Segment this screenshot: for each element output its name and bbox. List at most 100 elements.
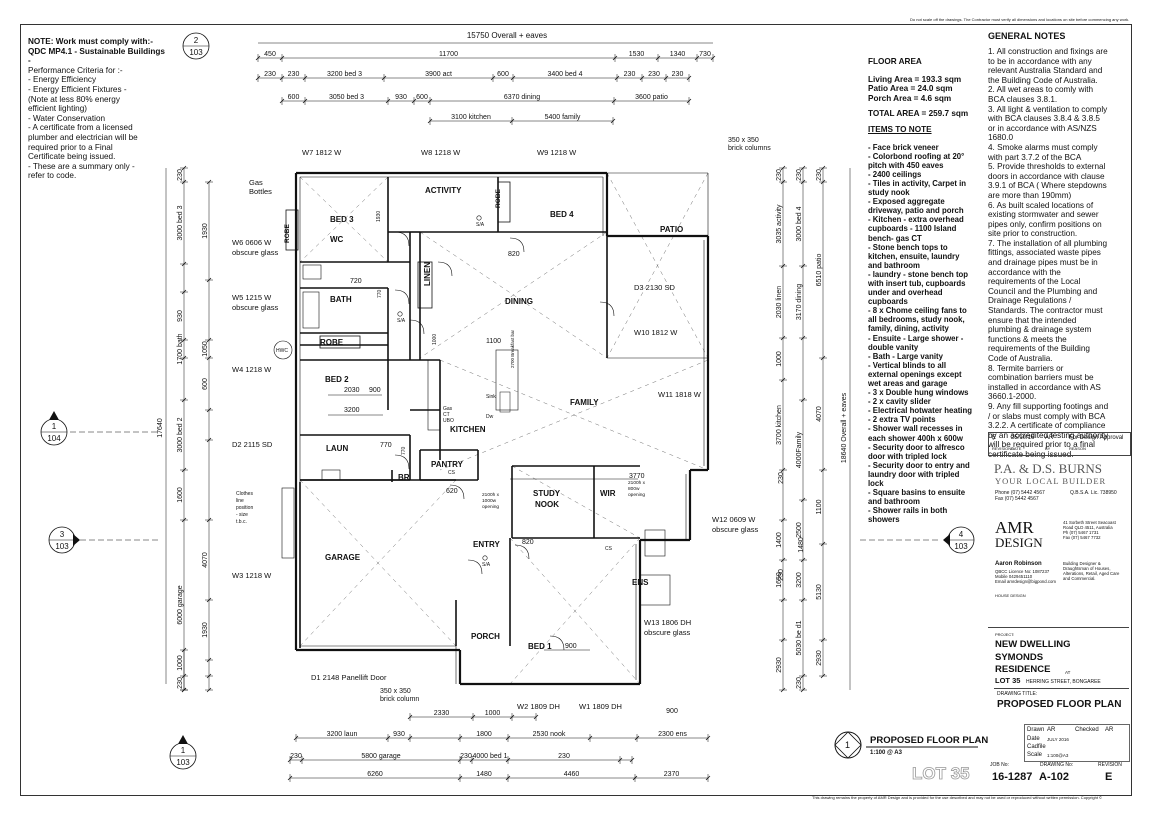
dimension-tick	[206, 657, 212, 663]
general-note-line: with part 3.7.2 of the BCA	[988, 152, 1082, 162]
dimension-label: 230	[290, 753, 302, 760]
section-marker-number: 1	[181, 746, 186, 755]
gas-ct-label: CT	[443, 412, 450, 418]
window-door-label: W10 1812 W	[634, 328, 678, 337]
room-label: WIR	[600, 489, 616, 498]
window-door-label: D1 2148 Panellift Door	[311, 673, 387, 682]
dimension-label: 1000	[485, 710, 501, 717]
dimension-tick	[634, 735, 640, 741]
room-label: ACTIVITY	[425, 186, 462, 195]
dimension-label: 3200	[796, 572, 803, 588]
dimension-label: 3170 dining	[796, 284, 803, 320]
date-header: DATE	[1011, 446, 1022, 451]
dimension-tick	[780, 467, 786, 473]
divider	[994, 688, 1129, 689]
checked-value: AR	[1105, 727, 1114, 733]
general-note-line: Drainage Regulations /	[988, 296, 1072, 306]
dimension-tick	[181, 647, 187, 653]
door-swing	[467, 559, 483, 575]
project-street: HERRING STREET, BONGAREE	[1026, 679, 1101, 685]
dimension-label: 1340	[670, 51, 686, 58]
project-lot: LOT 35	[995, 676, 1021, 685]
dimension-label: 2530 nook	[533, 731, 566, 738]
window-door-label: W8 1218 W	[421, 148, 461, 157]
dimension-label: 230	[177, 677, 184, 689]
dimension-tick	[469, 757, 475, 763]
item-to-note-line: - Security door to alfresco	[868, 442, 965, 452]
item-to-note-line: - Kitchen - extra overhead	[868, 215, 964, 225]
dimension-label: 930	[177, 310, 184, 322]
dimension-tick	[800, 687, 806, 693]
general-note-line: 2. All wet areas to comly with	[988, 85, 1094, 95]
item-to-note-line: double vanity	[868, 342, 919, 352]
checked-label: Checked	[1075, 727, 1099, 733]
item-to-note-line: - Tiles in activity, Carpet in	[868, 178, 967, 188]
general-note-line: 3660.1-2000.	[988, 392, 1037, 402]
cadfile-label: Cadfile	[1027, 744, 1046, 750]
dimension-label: 5800 garage	[361, 753, 400, 760]
dimension-label: 230	[648, 71, 660, 78]
item-to-note-line: - Security door to entry and	[868, 460, 970, 470]
dimension-label: 3700 kitchen	[776, 405, 783, 445]
builder-phone: Phone (07) 5442 4567	[995, 490, 1045, 496]
clothes-line-zone	[281, 487, 295, 559]
smoke-alarm-label: S/A	[476, 222, 485, 228]
item-to-note-line: family, dining, activity	[868, 324, 949, 334]
compliance-note-line: - A certificate from a licensed	[28, 123, 133, 133]
window-door-label: D3 2130 SD	[634, 283, 675, 292]
section-marker-sheet: 103	[954, 542, 968, 551]
dimension-tick	[287, 757, 293, 763]
dimension-tick	[509, 118, 515, 124]
room-label: ENS	[632, 578, 649, 587]
sink-label: Sink	[486, 394, 496, 400]
inner-dimension-label: 2030	[344, 387, 360, 394]
house-design-label: HOUSE DESIGN	[995, 593, 1026, 598]
dimension-tick	[427, 98, 433, 104]
item-to-note-line: bench- gas CT	[868, 233, 922, 243]
general-note-line: or in accordance with AS/NZS	[988, 123, 1097, 133]
dimension-tick	[505, 775, 511, 781]
items-heading: ITEMS TO NOTE	[868, 124, 932, 134]
dimension-label: 230	[776, 169, 783, 181]
inner-dimension-label: 900	[565, 643, 577, 650]
general-note-line: plumbing & drainage system	[988, 325, 1092, 335]
general-note-line: are more than 190mm)	[988, 190, 1072, 200]
window-door-label: W13 1806 DH	[644, 618, 691, 627]
room-label: GARAGE	[325, 553, 361, 562]
room-label: FAMILY	[570, 398, 599, 407]
section-arrow	[943, 534, 950, 546]
hwc-label: HWC	[276, 348, 288, 354]
door-swing	[599, 301, 615, 317]
item-to-note-line: pitch with 450 eaves	[868, 160, 944, 170]
dimension-label: 11700	[439, 51, 458, 58]
general-note-line: 8. Termite barriers or	[988, 363, 1064, 373]
designer-address: 41 Sorbeth Street Seacoast Road QLD 4511…	[1063, 520, 1127, 540]
door-swing	[394, 231, 410, 247]
section-marker-number: 3	[60, 530, 65, 539]
dimension-tick	[800, 165, 806, 171]
item-to-note-line: - 2400 ceilings	[868, 169, 922, 179]
dimension-tick	[780, 179, 786, 185]
dimension-tick	[510, 75, 516, 81]
dimension-tick	[279, 75, 285, 81]
door-swing	[509, 237, 525, 253]
dimension-tick	[611, 98, 617, 104]
dimension-label: 600	[416, 94, 428, 101]
item-to-note-line: and bathroom	[868, 497, 920, 507]
overall-depth-label: 17640	[157, 418, 164, 438]
general-note-line: 3.2.2. A certificate of compliance	[988, 421, 1106, 431]
dimension-label: 3000 bed 4	[796, 206, 803, 241]
hwc-circle	[273, 340, 293, 360]
door-swing	[549, 635, 565, 651]
compliance-note-line: efficient lighting)	[28, 104, 88, 114]
vanity-basin	[644, 529, 666, 557]
section-marker-sheet: 103	[176, 758, 190, 767]
drawing-sheet-border	[20, 24, 1132, 796]
revision-reason: For Design Approval	[1069, 435, 1124, 441]
dimension-label: 2930	[816, 650, 823, 666]
date-value: JULY 2016	[1047, 737, 1069, 742]
general-note-line: with BCA clauses 3.8.4 & 3.8.5	[988, 114, 1100, 124]
scale-value: 1:100@A3	[1047, 753, 1069, 758]
dimension-label: 3400 bed 4	[547, 71, 582, 78]
section-marker-sheet: 104	[47, 434, 61, 443]
